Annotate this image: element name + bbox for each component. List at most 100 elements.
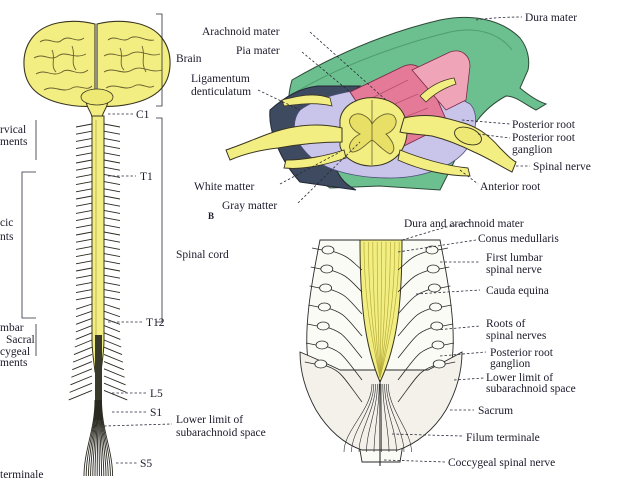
dura-mater-label: Dura mater <box>525 12 577 24</box>
brain-illustration <box>23 20 171 119</box>
left-region-labels: Brain Spinal cord rvical ments cic nts m… <box>0 13 266 478</box>
root-ganglion <box>429 302 443 312</box>
spinal-nerve-left <box>75 137 93 142</box>
lower-limit-label-b: subarachnoid space <box>176 427 266 439</box>
root-ganglion <box>320 264 334 274</box>
spinal-nerve-right <box>103 353 124 363</box>
terminale-label: terminale <box>0 469 43 478</box>
posterior-root-ganglion-label-b: ganglion <box>512 144 552 156</box>
spinal-nerve-left <box>75 159 93 164</box>
level-l5: L5 <box>150 388 163 400</box>
spinal-nerve-branch <box>307 323 318 327</box>
spinal-nerve-left <box>75 217 93 222</box>
spinal-nerve-right <box>103 325 121 333</box>
white-matter-label: White matter <box>194 181 255 193</box>
left-panel-figure <box>23 20 171 477</box>
cauda-fiber <box>100 399 111 477</box>
spinal-nerve-right <box>103 389 128 401</box>
coccygeal-nerve-label: Coccygeal spinal nerve <box>448 457 555 469</box>
cauda-fiber <box>98 399 103 477</box>
level-t1: T1 <box>140 171 153 183</box>
spinal-nerve-right <box>103 346 123 355</box>
cauda-equina-label: Cauda equina <box>486 285 549 297</box>
root-ganglion <box>427 283 441 293</box>
spinal-nerve-right <box>103 245 121 250</box>
spinal-nerve-right <box>103 166 121 171</box>
cauda-fiber <box>358 383 376 453</box>
brain-label: Brain <box>176 53 202 65</box>
filum-terminale-label: Filum terminale <box>466 432 540 444</box>
spinal-nerve-left <box>75 310 93 318</box>
pia-mater-label: Pia mater <box>236 45 280 57</box>
spinal-nerve-left <box>74 339 93 348</box>
spinal-nerve-right <box>103 224 121 229</box>
spinal-nerve-label: Spinal nerve <box>533 161 591 173</box>
gray-matter-label: Gray matter <box>222 200 277 212</box>
conus-fiber <box>363 241 381 379</box>
lower-limit-label-right-b: subarachnoid space <box>486 383 576 395</box>
posterior-root-label: Posterior root <box>512 119 576 131</box>
cauda-equina-fibers <box>83 399 114 477</box>
conus-fiber <box>379 241 400 379</box>
coccygeal-label: cygeal <box>0 346 30 358</box>
spinal-nerve-branch <box>309 285 320 289</box>
root-ganglion <box>425 245 439 255</box>
spinal-nerve-branch <box>440 285 451 289</box>
cauda-fiber <box>386 383 405 453</box>
spinal-nerve-right <box>103 209 121 214</box>
cauda-fiber <box>92 399 98 477</box>
ganglion-label-b: ganglion <box>490 358 530 370</box>
root-ganglion <box>426 264 440 274</box>
spinal-nerve-branch <box>439 266 450 270</box>
ligamentum-label-b: denticulatum <box>191 86 251 98</box>
spinal-nerve-right <box>103 375 126 386</box>
cauda-fiber <box>351 383 375 453</box>
conus-fiber <box>379 241 387 379</box>
spinal-nerves <box>68 123 128 401</box>
roots-label-a: Roots of <box>486 318 525 330</box>
spinal-nerve-left <box>72 353 93 363</box>
spinal-nerve-left <box>72 361 93 371</box>
spinal-nerve-right <box>103 217 121 222</box>
spinal-nerve-branch <box>304 361 315 365</box>
spinal-nerve-roots <box>304 245 456 453</box>
spinal-nerve-right <box>103 317 121 325</box>
spinal-cord-label: Spinal cord <box>176 249 229 261</box>
dura-arachnoid-label: Dura and arachnoid mater <box>404 218 524 230</box>
cauda-fiber <box>96 399 99 477</box>
cauda-fiber <box>380 383 382 453</box>
sacrum-label: Sacrum <box>478 405 513 417</box>
conus-fiber <box>379 241 391 379</box>
posterior-root-ganglion-label-a: Posterior root <box>512 132 576 144</box>
figure-letter-b: B <box>208 211 214 221</box>
spinal-nerve-right <box>103 145 121 150</box>
roots-label-b: spinal nerves <box>486 330 547 342</box>
root-ganglion <box>432 359 446 369</box>
spinal-nerve-left <box>75 145 93 150</box>
spinal-nerve-left <box>75 224 93 229</box>
spinal-nerve-left <box>73 346 93 355</box>
spinal-nerve-left <box>71 368 93 378</box>
cauda-fiber <box>343 383 373 453</box>
spinal-nerve-branch <box>445 361 456 365</box>
spinal-nerve-branch <box>305 342 317 346</box>
conus-fiber <box>368 241 381 379</box>
sacral-label: Sacral <box>6 334 35 346</box>
spinal-nerve-left <box>75 181 93 186</box>
spinal-nerve-right <box>103 281 121 286</box>
first-lumbar-label-b: spinal nerve <box>486 264 542 276</box>
ganglion-label-a: Posterior root <box>490 347 554 359</box>
cauda-fiber <box>87 399 97 477</box>
conus-fiber <box>379 241 382 379</box>
spinal-nerve-right <box>103 181 121 186</box>
root-ganglion <box>431 340 445 350</box>
cervical-segments-label-b: ments <box>0 136 28 148</box>
spinal-nerve-right <box>103 303 121 310</box>
spinal-nerve-right <box>103 274 121 279</box>
arachnoid-mater-label: Arachnoid mater <box>202 26 280 38</box>
spinal-nerve-right <box>103 267 121 272</box>
spinal-nerve-right <box>103 361 124 371</box>
cauda-fiber <box>387 383 412 453</box>
spinal-nerve-left <box>70 375 93 386</box>
